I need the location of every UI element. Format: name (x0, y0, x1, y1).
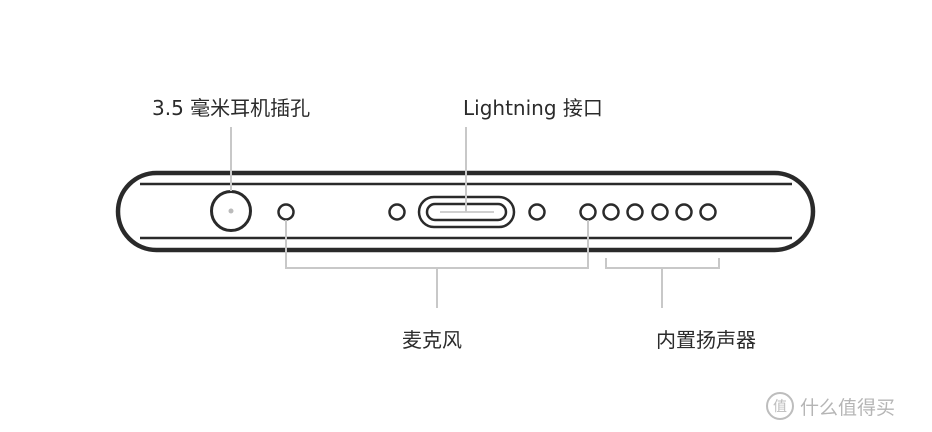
microphone-label: 麦克风 (402, 328, 462, 352)
headphone-jack-center (228, 208, 234, 214)
screw-hole-left (388, 203, 406, 221)
callout-speaker-bracket (605, 258, 720, 269)
speaker-hole (651, 203, 669, 221)
speaker-hole (675, 203, 693, 221)
speaker-hole (626, 203, 644, 221)
lightning-port-label: Lightning 接口 (463, 96, 603, 120)
watermark: 值 什么值得买 (766, 392, 895, 420)
headphone-jack-label: 3.5 毫米耳机插孔 (152, 96, 311, 120)
speaker-hole (602, 203, 620, 221)
watermark-logo-icon: 值 (766, 392, 794, 420)
screw-hole-right (528, 203, 546, 221)
headphone-jack (210, 190, 252, 232)
microphone-hole-right (579, 203, 597, 221)
microphone-hole-left (277, 203, 295, 221)
speaker-hole (699, 203, 717, 221)
speaker-label: 内置扬声器 (656, 328, 756, 352)
watermark-text: 什么值得买 (800, 396, 896, 419)
